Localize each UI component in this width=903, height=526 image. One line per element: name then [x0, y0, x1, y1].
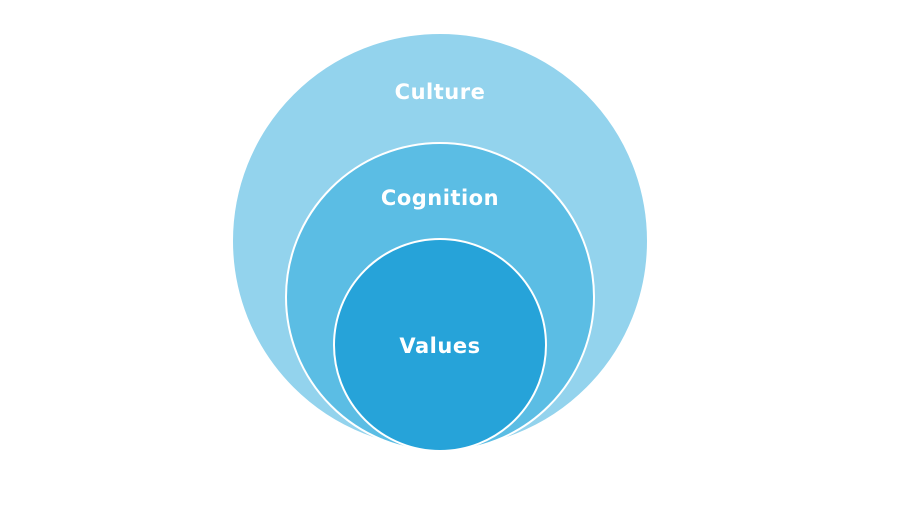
- values-label: Values: [399, 334, 480, 358]
- cognition-label: Cognition: [381, 186, 499, 210]
- values-circle: [333, 238, 547, 452]
- culture-label: Culture: [395, 80, 486, 104]
